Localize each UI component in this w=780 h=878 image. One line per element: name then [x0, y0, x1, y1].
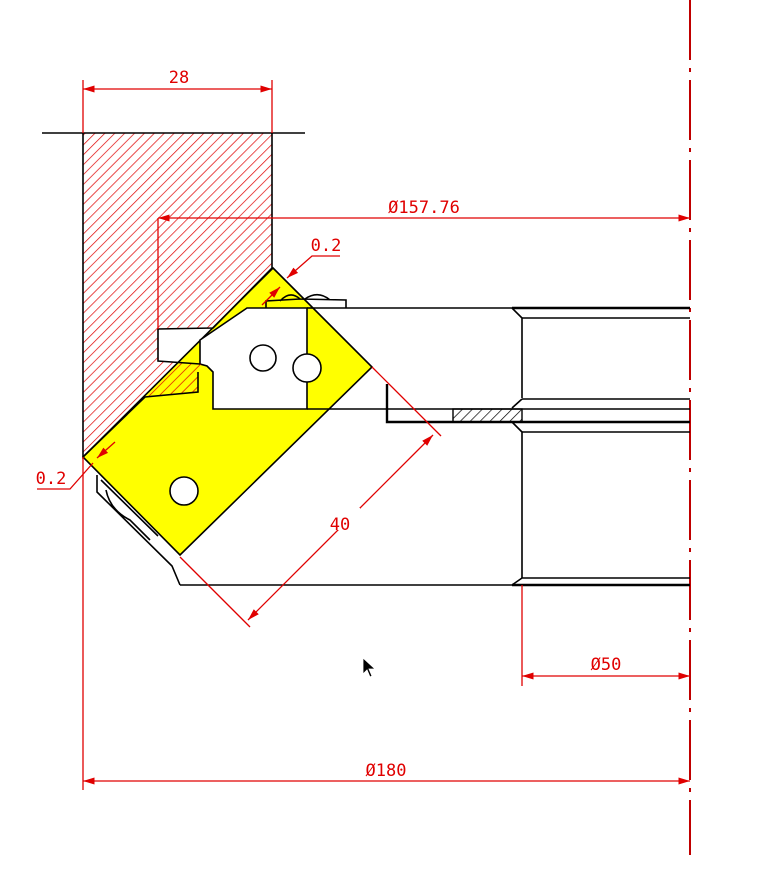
dimension-28: 28: [82, 68, 273, 133]
dimension-180: Ø180: [82, 457, 690, 790]
dimension-label: 40: [330, 515, 350, 535]
dimension-157-76: Ø157.76: [158, 198, 690, 222]
dimension-label: 0.2: [36, 469, 67, 489]
dimension-label: 0.2: [311, 236, 342, 256]
dimension-50: Ø50: [521, 585, 690, 686]
dimension-40: 40: [179, 366, 442, 628]
dimension-clearance-left: 0.2: [36, 441, 116, 490]
dimension-label: 28: [169, 68, 189, 88]
hatched-tool-body: [83, 133, 272, 457]
shaft-body: [180, 306, 690, 587]
dimension-label: Ø180: [366, 761, 407, 781]
screw-hole: [292, 353, 322, 383]
screw-head: [265, 293, 347, 308]
arrow-cursor-icon: [362, 657, 377, 678]
screw-head: [96, 475, 181, 586]
dimension-label: Ø157.76: [388, 198, 460, 218]
screw-hole: [249, 344, 277, 372]
hatched-key: [452, 408, 523, 423]
dimension-clearance-top: 0.2: [261, 236, 342, 306]
screw-hole: [169, 476, 199, 506]
dimension-label: Ø50: [591, 655, 622, 675]
